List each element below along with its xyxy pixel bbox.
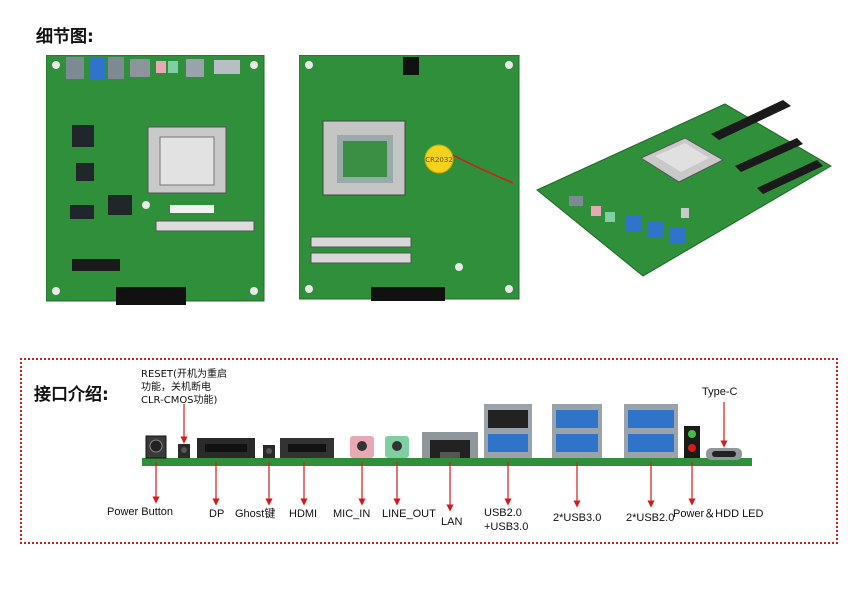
mic-in-port [350, 436, 374, 458]
usb-combo-label-line-1: USB2.0 [484, 507, 522, 519]
interface-callout-box [20, 358, 838, 544]
rear-io-illustration [142, 402, 752, 512]
line-out-label: LINE_OUT [382, 508, 436, 520]
detail-section-title: 细节图: [36, 27, 94, 47]
reset-note-line-2: 功能，关机断电 [141, 382, 211, 393]
mic-in-label: MIC_IN [333, 508, 371, 520]
power-button-label: Power Button [107, 506, 174, 518]
motherboard-battery-photo: CR2032 [299, 55, 520, 301]
usb-combo-label-line-2: +USB3.0 [484, 521, 529, 533]
led-label: Power＆HDD LED [673, 508, 764, 520]
power-hdd-led [684, 426, 700, 458]
motherboard-angled-photo [536, 100, 832, 277]
hdmi-port [280, 438, 334, 458]
usb30-ports [552, 404, 602, 458]
lan-label: LAN [441, 516, 463, 528]
hdmi-label: HDMI [289, 508, 318, 520]
interface-section-title: 接口介绍: [34, 385, 109, 405]
motherboard-top-photo [46, 55, 265, 305]
usb20-ports [624, 404, 678, 458]
dp-port [197, 438, 255, 458]
reset-note: RESET(开机为重启 功能，关机断电 CLR-CMOS功能) [141, 368, 227, 407]
lan-port [422, 432, 478, 458]
ghost-key-label: Ghost键 [235, 508, 276, 520]
reset-note-line-1: RESET(开机为重启 [141, 369, 227, 380]
line-out-port [385, 436, 409, 458]
type-c-port [706, 448, 742, 460]
reset-note-line-3: CLR-CMOS功能) [141, 395, 218, 406]
ghost-key-port [263, 445, 275, 458]
usb20-label: 2*USB2.0 [626, 512, 675, 524]
battery-label: CR2032 [425, 156, 453, 164]
pcb-strip [142, 458, 752, 466]
usb30-label: 2*USB3.0 [553, 512, 602, 524]
usb-combo-port [484, 404, 532, 458]
reset-button-port [178, 444, 190, 458]
dp-label: DP [209, 508, 225, 520]
usb-combo-label: USB2.0 +USB3.0 [484, 506, 528, 534]
type-c-label: Type-C [702, 386, 738, 398]
power-button-port [145, 435, 167, 459]
